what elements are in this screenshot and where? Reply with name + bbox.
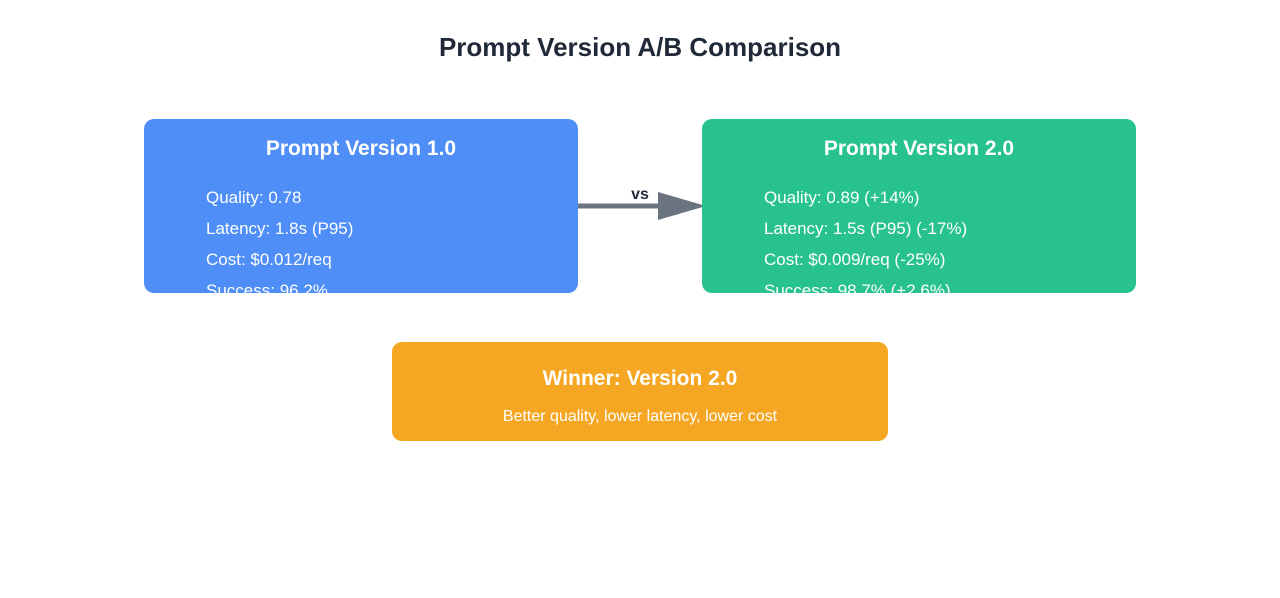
version-a-title: Prompt Version 1.0 (265, 137, 457, 160)
connector-arrowhead (658, 192, 706, 220)
version-b-metric-success: Success: 98.7% (+2.6%) (764, 281, 951, 293)
winner-card: Winner: Version 2.0 Better quality, lowe… (392, 342, 888, 441)
page-title: Prompt Version A/B Comparison (438, 32, 842, 62)
winner-title: Winner: Version 2.0 (542, 367, 738, 390)
winner-subtitle: Better quality, lower latency, lower cos… (502, 408, 778, 425)
version-a-metric-quality: Quality: 0.78 (206, 188, 302, 207)
version-a-metric-success: Success: 96.2% (206, 281, 328, 293)
version-b-metric-latency: Latency: 1.5s (P95) (-17%) (764, 219, 968, 238)
vs-label: vs (631, 186, 649, 203)
version-b-metrics: Quality: 0.89 (+14%) Latency: 1.5s (P95)… (764, 182, 967, 293)
version-b-card: Prompt Version 2.0 Quality: 0.89 (+14%) … (702, 119, 1136, 293)
version-a-metric-latency: Latency: 1.8s (P95) (206, 219, 354, 238)
version-a-metrics: Quality: 0.78 Latency: 1.8s (P95) Cost: … (206, 182, 353, 293)
version-b-metric-cost: Cost: $0.009/req (-25%) (764, 250, 946, 269)
version-a-metric-cost: Cost: $0.012/req (206, 250, 332, 269)
version-a-card: Prompt Version 1.0 Quality: 0.78 Latency… (144, 119, 578, 293)
version-b-metric-quality: Quality: 0.89 (+14%) (764, 188, 920, 207)
arrow-right-icon (578, 192, 706, 220)
version-b-title: Prompt Version 2.0 (823, 137, 1015, 160)
